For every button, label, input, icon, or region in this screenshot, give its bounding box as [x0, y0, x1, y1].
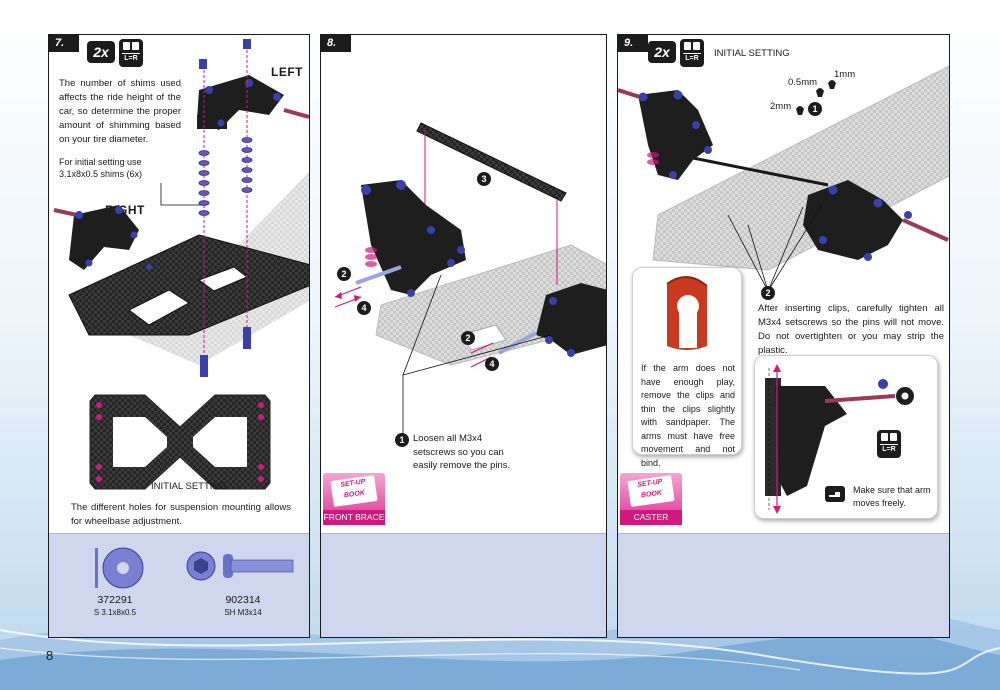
tighten-setscrews-text: After inserting clips, carefully tighten… [758, 303, 944, 356]
step-7-panel: 7. 2x L=R LEFT The number of shims used … [48, 34, 310, 638]
arm-check-callout: L=R Make sure that arm moves freely. [754, 355, 938, 519]
part-code: 372291 [97, 594, 133, 606]
step-7-number: 7. [49, 35, 79, 52]
quantity-badge: 2x [648, 41, 676, 63]
setscrew-instruction-text: Loosen all M3x4 setscrews so you can eas… [413, 433, 511, 471]
shim-instruction-text: The number of shims used affects the rid… [59, 78, 181, 145]
step-marker-2: 2 [461, 331, 475, 345]
plate-initial-setting-label: INITIAL SETTING [151, 481, 227, 492]
initial-setting-title: INITIAL SETTING [714, 48, 790, 59]
screw-part-icon [186, 551, 294, 581]
setup-book-caption: FRONT BRACE [323, 510, 385, 525]
step-marker-1: 1 [395, 433, 409, 447]
clip-1mm-label: 1mm [834, 69, 856, 80]
page-number: 8 [46, 648, 54, 663]
step-8-panel: 8. 3 2 4 2 4 1 Loosen all M3x4 setscrews… [320, 34, 607, 638]
step-marker-3: 3 [477, 172, 491, 186]
parts-list [618, 533, 949, 637]
part-description: SH M3x14 [224, 608, 262, 617]
step-marker-4: 4 [485, 357, 499, 371]
clip-0.5mm-label: 0.5mm [788, 77, 818, 88]
arm-free-text: Make sure that arm moves freely. [853, 485, 931, 508]
part-code: 902314 [225, 594, 261, 606]
setup-book-link[interactable]: SET-UP BOOK CASTER [620, 473, 682, 525]
arm-play-text: If the arm does not have enough play, re… [641, 363, 735, 468]
step-marker-4: 4 [357, 301, 371, 315]
parts-list [321, 533, 606, 637]
step-8-number: 8. [321, 35, 351, 52]
parts-list: 372291 S 3.1x8x0.5 902314 SH M3x14 [49, 533, 309, 637]
quantity-badge: 2x [87, 41, 115, 63]
hand-pointer-icon [825, 486, 845, 502]
step-9-assembly-illustration [618, 65, 949, 292]
step-9-panel: 9. 2x L=R INITIAL SETTING 0.5mm 1mm 2mm … [617, 34, 950, 638]
setup-book-link[interactable]: SET-UP BOOK FRONT BRACE [323, 473, 385, 525]
left-side-label: LEFT [271, 65, 303, 79]
setup-book-caption: CASTER [620, 510, 682, 525]
step-7-assembly-illustration [53, 39, 309, 377]
clip-icon [666, 276, 708, 350]
step-marker-2: 2 [761, 286, 775, 300]
step-8-assembly-illustration [334, 122, 606, 437]
clip-adjust-callout: If the arm does not have enough play, re… [632, 267, 742, 468]
part-description: S 3.1x8x0.5 [93, 608, 137, 617]
wheelbase-instruction-text: The different holes for suspension mount… [71, 502, 291, 527]
left-equals-right-icon: L=R [119, 39, 143, 67]
initial-shim-note: For initial setting use 3.1x8x0.5 shims … [59, 157, 143, 179]
left-equals-right-icon: L=R [877, 430, 901, 458]
setup-book-title: SET-UP BOOK [636, 478, 663, 500]
step-9-number: 9. [618, 35, 648, 52]
suspension-plate-illustration [89, 394, 271, 490]
shim-part-icon [95, 547, 144, 589]
clip-2mm-label: 2mm [770, 101, 792, 112]
left-equals-right-icon: L=R [680, 39, 704, 67]
setup-book-title: SET-UP BOOK [339, 478, 366, 500]
step-marker-2: 2 [337, 267, 351, 281]
arm-movement-illustration [765, 364, 914, 514]
step-marker-1: 1 [808, 102, 822, 116]
